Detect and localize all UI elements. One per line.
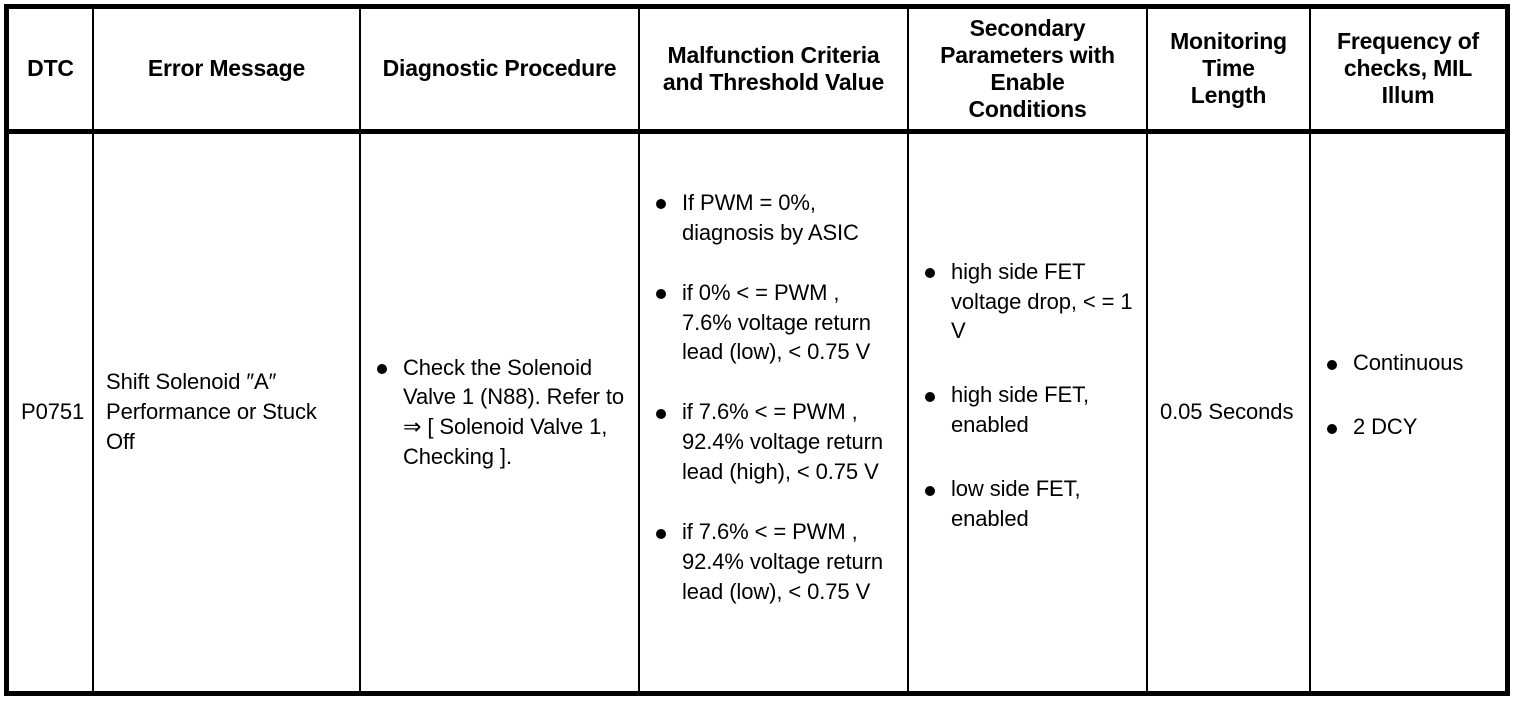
cell-malfunction-criteria: If PWM = 0%, diagnosis by ASIC if 0% < =…	[639, 131, 909, 691]
column-header-dtc: DTC	[9, 9, 94, 134]
list-item: If PWM = 0%, diagnosis by ASIC	[652, 188, 895, 248]
cell-diagnostic-procedure: Check the Solenoid Valve 1 (N88). Refer …	[360, 131, 640, 691]
column-header-monitoring-time-length: Monitoring Time Length	[1147, 9, 1311, 134]
table-header: DTC Error Message Diagnostic Procedure M…	[9, 9, 1505, 134]
header-line: Enable	[990, 68, 1065, 95]
header-line: Length	[1190, 82, 1267, 109]
list-item: if 0% < = PWM , 7.6% voltage return lead…	[652, 278, 895, 368]
header-line: Diagnostic Procedure	[382, 55, 617, 82]
header-line: Malfunction Criteria	[667, 41, 880, 68]
table-row: P0751 Shift Solenoid ″A″ Performance or …	[9, 131, 1505, 691]
cell-dtc-code: P0751	[9, 131, 94, 691]
column-header-malfunction-criteria: Malfunction Criteria and Threshold Value	[639, 9, 909, 134]
diagnostic-table-sheet: DTC Error Message Diagnostic Procedure M…	[4, 4, 1510, 696]
list-item: high side FET voltage drop, < = 1 V	[921, 257, 1134, 347]
header-line: Parameters with	[940, 41, 1115, 68]
header-line: Secondary	[969, 15, 1086, 41]
cell-error-message: Shift Solenoid ″A″ Performance or Stuck …	[93, 131, 361, 691]
list-item: if 7.6% < = PWM , 92.4% voltage return l…	[652, 397, 895, 487]
list-item: 2 DCY	[1323, 412, 1493, 442]
header-row: DTC Error Message Diagnostic Procedure M…	[9, 9, 1505, 134]
cell-frequency-mil-illum: Continuous 2 DCY	[1310, 131, 1505, 691]
header-line: Error Message	[147, 55, 306, 82]
header-line: Time	[1202, 55, 1255, 82]
cell-monitoring-time-length: 0.05 Seconds	[1147, 131, 1311, 691]
header-line: DTC	[27, 55, 74, 82]
header-line: checks, MIL	[1343, 55, 1473, 82]
criteria-bullet-list: If PWM = 0%, diagnosis by ASIC if 0% < =…	[652, 188, 895, 607]
frequency-bullet-list: Continuous 2 DCY	[1323, 348, 1493, 442]
dtc-table: DTC Error Message Diagnostic Procedure M…	[9, 9, 1505, 691]
list-item: Check the Solenoid Valve 1 (N88). Refer …	[373, 353, 626, 473]
column-header-diagnostic-procedure: Diagnostic Procedure	[360, 9, 640, 134]
header-line: Conditions	[968, 95, 1087, 122]
list-item: high side FET, enabled	[921, 380, 1134, 440]
procedure-bullet-list: Check the Solenoid Valve 1 (N88). Refer …	[373, 353, 626, 473]
list-item: Continuous	[1323, 348, 1493, 378]
cell-secondary-parameters: high side FET voltage drop, < = 1 V high…	[908, 131, 1148, 691]
header-line: Illum	[1381, 82, 1435, 109]
list-item: if 7.6% < = PWM , 92.4% voltage return l…	[652, 517, 895, 607]
column-header-frequency-mil-illum: Frequency of checks, MIL Illum	[1310, 9, 1505, 134]
list-item: low side FET, enabled	[921, 474, 1134, 534]
header-line: Frequency of	[1336, 28, 1479, 55]
secondary-bullet-list: high side FET voltage drop, < = 1 V high…	[921, 257, 1134, 534]
column-header-error-message: Error Message	[93, 9, 361, 134]
column-header-secondary-parameters: Secondary Parameters with Enable Conditi…	[908, 9, 1148, 134]
header-line: and Threshold Value	[662, 68, 885, 95]
table-body: P0751 Shift Solenoid ″A″ Performance or …	[9, 131, 1505, 691]
header-line: Monitoring	[1170, 28, 1287, 55]
